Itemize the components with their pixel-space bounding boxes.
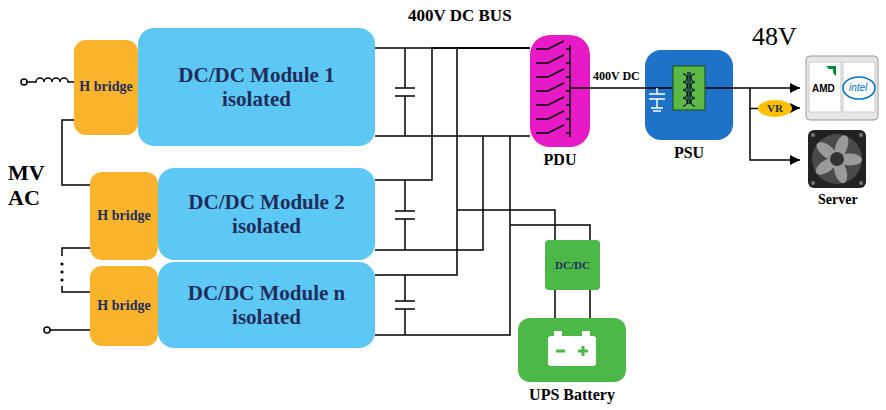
fan-opening: [812, 134, 862, 184]
bus-wire: [590, 87, 645, 89]
bus-wire: [375, 48, 530, 180]
voltage-label: 48V: [752, 22, 797, 52]
input-label: MV AC: [8, 160, 60, 211]
capacitor-symbol: [395, 48, 415, 136]
bus-label: 400V DC BUS: [408, 6, 512, 26]
input-terminal: [44, 327, 50, 333]
input-wire: [50, 329, 90, 331]
battery-wire: [589, 290, 591, 318]
amd-panel: [809, 62, 841, 112]
logo-text: AMD: [812, 83, 835, 95]
node-icon: [645, 50, 733, 140]
fan-hole: [811, 181, 815, 185]
bus-wire: [733, 88, 758, 109]
box-caption: UPS Battery: [529, 386, 615, 404]
box-label: VR: [767, 102, 783, 115]
series-wire: [62, 248, 90, 256]
cpu-icon: [806, 56, 878, 120]
dcdc-converter-box: DC/DC: [545, 240, 600, 290]
hbridge-box: H bridge: [74, 40, 138, 135]
fan-hub: [830, 152, 844, 166]
node-icon: [530, 35, 590, 147]
capacitor-symbol: [395, 275, 415, 335]
ellipsis-dot: [60, 262, 63, 265]
intel-panel: [843, 62, 875, 112]
bus-wire: [375, 136, 510, 335]
ellipsis-dot: [60, 278, 63, 281]
box-caption: PDU: [544, 151, 577, 169]
box-label: DC/DC Module 1 isolated: [172, 63, 342, 111]
battery-feed-wire: [510, 225, 590, 240]
fan-hole: [859, 181, 863, 185]
hbridge-box: H bridge: [90, 266, 158, 346]
bus-wire: [375, 135, 530, 137]
battery-box: UPS Battery: [518, 318, 626, 382]
bus-wire: [554, 290, 556, 318]
output-arrow: [792, 107, 800, 109]
box-label: DC/DC Module 2 isolated: [182, 190, 352, 238]
voltage-label: 400V DC: [593, 70, 640, 84]
bus-wire: [375, 136, 483, 250]
intel-logo-ring: [843, 77, 875, 99]
series-wire: [62, 286, 90, 292]
logo-text: intel: [849, 82, 867, 94]
box-label: DC/DC: [555, 259, 590, 272]
dcdc-module-box: DC/DC Module 2 isolated: [158, 168, 375, 260]
server-label: Server: [818, 192, 858, 208]
hbridge-box: H bridge: [90, 172, 158, 260]
dcdc-module-box: DC/DC Module n isolated: [158, 262, 375, 348]
fan-frame: [808, 130, 866, 188]
fan-hole: [859, 133, 863, 137]
box-caption: PSU: [674, 144, 704, 162]
box-label: H bridge: [97, 298, 150, 314]
pdu-box: PDU: [530, 35, 590, 147]
capacitor-symbol: [395, 180, 415, 250]
inductor-symbol: [27, 78, 74, 82]
box-label: H bridge: [79, 79, 132, 95]
dcdc-module-box: DC/DC Module 1 isolated: [138, 28, 375, 146]
bus-wire: [375, 48, 530, 275]
vr-ellipse: VR: [758, 100, 792, 117]
cpu-icon-frame: [806, 56, 878, 120]
fan-icon: [808, 130, 866, 188]
fan-hole: [811, 133, 815, 137]
amd-logo: [826, 66, 836, 76]
ellipsis-dot: [60, 270, 63, 273]
box-label: H bridge: [97, 208, 150, 224]
node-icon: [518, 318, 626, 382]
input-terminal: [21, 79, 27, 85]
box-label: DC/DC Module n isolated: [182, 281, 352, 329]
output-arrow: [750, 87, 800, 89]
psu-box: PSU: [645, 50, 733, 140]
